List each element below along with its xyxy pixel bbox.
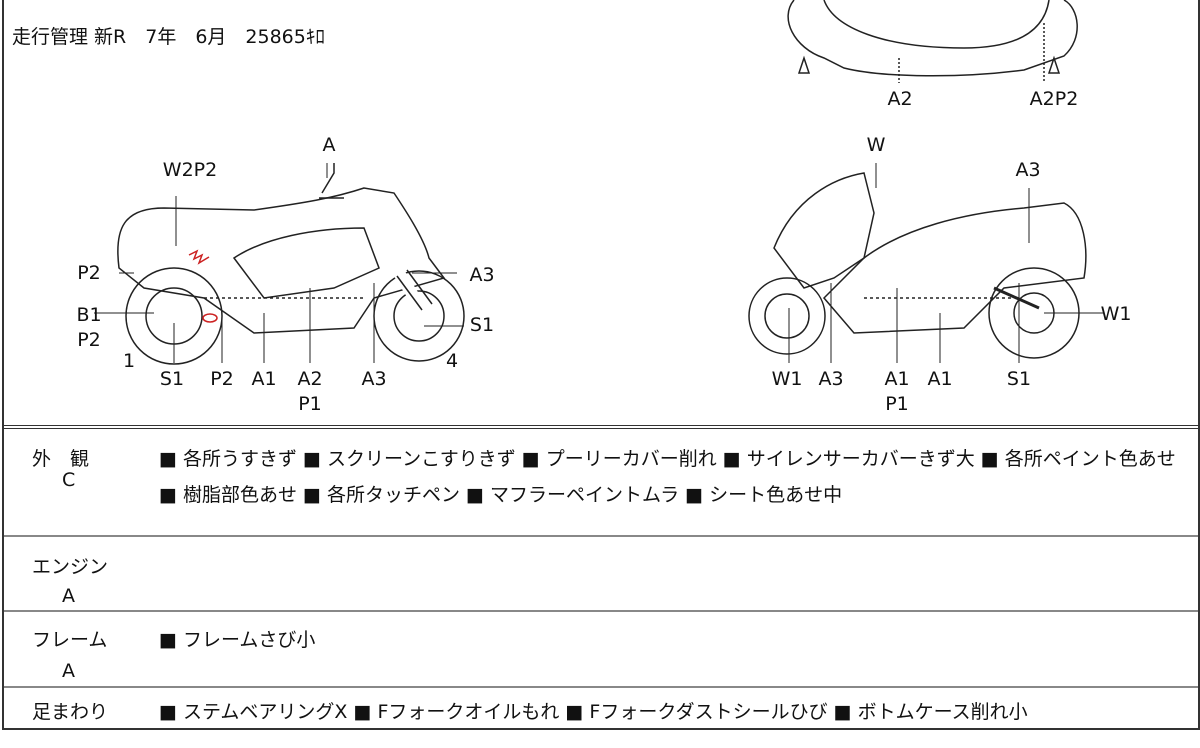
row-engine: エンジン A: [4, 537, 1198, 612]
label-a3: A3: [361, 368, 387, 390]
label-w1: W1: [771, 368, 803, 390]
label-w2p2: W2P2: [162, 159, 218, 181]
label-b1: B1: [76, 304, 102, 326]
label-p1: P1: [298, 393, 322, 415]
label-p2: P2: [210, 368, 234, 390]
row-notes: ■ 各所うすきず ■ スクリーンこすりきず ■ プーリーカバー削れ ■ サイレン…: [159, 448, 1176, 506]
label-4: 4: [445, 350, 459, 372]
label-w1: W1: [1100, 303, 1132, 325]
row-notes: ■ ステムベアリングX ■ Fフォークオイルもれ ■ Fフォークダストシールひび…: [159, 701, 1028, 723]
row-frame: フレーム A ■ フレームさび小: [4, 612, 1198, 688]
label-p2: P2: [77, 329, 101, 351]
label-a3: A3: [1015, 159, 1041, 181]
row-name: フレーム: [32, 629, 108, 651]
scooter-diagrams: [94, 0, 1104, 365]
right-view-scooter: [748, 163, 1104, 363]
label-a: A: [322, 134, 336, 156]
top-view-scooter: [787, 0, 1078, 83]
row-notes: ■ フレームさび小: [159, 629, 316, 651]
label-a2: A2: [297, 368, 323, 390]
label-w: W: [866, 134, 886, 156]
label-a3: A3: [818, 368, 844, 390]
label-s1: S1: [159, 368, 185, 390]
label-s1: S1: [469, 314, 495, 336]
label-1: 1: [122, 350, 136, 372]
inspection-sheet: 走行管理 新R 7年 6月 25865ｷﾛ: [2, 0, 1200, 730]
label-a1: A1: [251, 368, 277, 390]
left-view-scooter: [94, 163, 465, 365]
label-p2: P2: [77, 262, 101, 284]
row-grade: A: [62, 585, 75, 607]
mileage-title: 走行管理 新R 7年 6月 25865ｷﾛ: [12, 26, 325, 48]
label-a3: A3: [469, 264, 495, 286]
row-name: 足まわり: [32, 701, 109, 723]
label-s1: S1: [1006, 368, 1032, 390]
label-p1: P1: [885, 393, 909, 415]
label-a1: A1: [927, 368, 953, 390]
label-a1: A1: [884, 368, 910, 390]
diagram-section: 走行管理 新R 7年 6月 25865ｷﾛ: [4, 0, 1198, 429]
row-name: エンジン: [32, 556, 109, 578]
row-name: 外 観: [32, 448, 90, 470]
label-a2-top: A2: [887, 88, 913, 110]
row-grade: C: [62, 469, 76, 491]
row-suspension: 足まわり ■ ステムベアリングX ■ Fフォークオイルもれ ■ Fフォークダスト…: [4, 688, 1198, 748]
row-grade: A: [62, 660, 75, 682]
row-exterior: 外 観 C ■ 各所うすきず ■ スクリーンこすりきず ■ プーリーカバー削れ …: [4, 429, 1198, 537]
label-a2p2-top: A2P2: [1029, 88, 1079, 110]
